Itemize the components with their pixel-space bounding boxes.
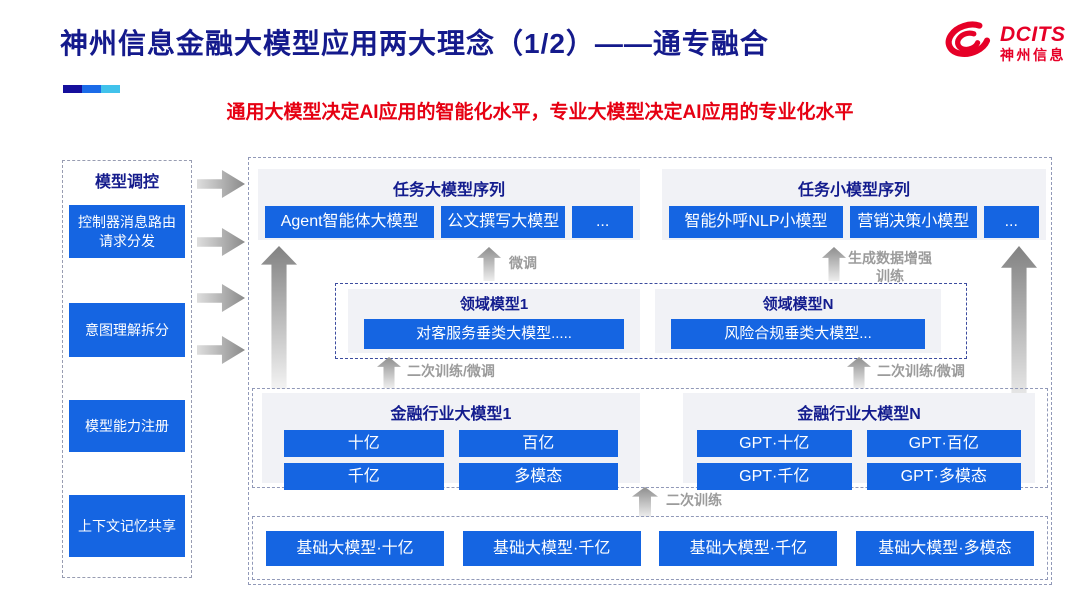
- sidebar-item-intent: 意图理解拆分: [69, 303, 185, 357]
- sidebar-item-context: 上下文记忆共享: [69, 495, 185, 557]
- arrow-right-icon: [197, 170, 245, 198]
- model-box-marketing: 营销决策小模型: [849, 206, 977, 238]
- model-box-gpt-multimodal: GPT·多模态: [866, 463, 1021, 490]
- gen-data-training-label: 生成数据增强训练: [848, 250, 932, 284]
- model-box-base-100b-2: 基础大模型·千亿: [659, 531, 838, 566]
- task-large-title: 任务大模型序列: [392, 182, 505, 199]
- model-box-risk-compliance: 风险合规垂类大模型...: [671, 319, 925, 349]
- model-box-nlp-call: 智能外呼NLP小模型: [669, 206, 843, 238]
- accent-segment-blue: [82, 85, 101, 93]
- industry-model-n-title: 金融行业大模型N: [797, 406, 921, 423]
- retrain-finetune-right-label: 二次训练/微调: [877, 363, 965, 379]
- accent-segment-cyan: [101, 85, 120, 93]
- slide-subtitle: 通用大模型决定AI应用的智能化水平，专业大模型决定AI应用的专业化水平: [226, 102, 854, 123]
- sidebar-title: 模型调控: [94, 174, 159, 191]
- model-box-base-1b: 基础大模型·十亿: [266, 531, 444, 566]
- logo-brand-text: DCITS: [1000, 23, 1066, 47]
- industry-model-1-title: 金融行业大模型1: [390, 406, 512, 423]
- model-box-10b: 百亿: [458, 430, 618, 457]
- retrain-label: 二次训练: [666, 492, 722, 508]
- model-box-customer-service: 对客服务垂类大模型.....: [364, 319, 624, 349]
- accent-segment-dark: [63, 85, 82, 93]
- domain-model-1-title: 领域模型1: [459, 296, 529, 313]
- model-box-multimodal: 多模态: [458, 463, 618, 490]
- model-box-ellipsis: ...: [983, 206, 1039, 238]
- industry-model-n-panel: 金融行业大模型N GPT·十亿 GPT·百亿 GPT·千亿 GPT·多模态: [683, 393, 1035, 490]
- logo-brand-cn: 神州信息: [1000, 47, 1066, 64]
- model-box-base-100b: 基础大模型·千亿: [462, 531, 641, 566]
- sidebar-item-router: 控制器消息路由请求分发: [69, 205, 185, 258]
- model-box-document: 公文撰写大模型: [441, 206, 566, 238]
- finetune-label: 微调: [509, 255, 537, 271]
- base-model-frame: 基础大模型·十亿 基础大模型·千亿 基础大模型·千亿 基础大模型·多模态: [252, 516, 1048, 580]
- main-diagram-frame: [248, 157, 1052, 585]
- retrain-finetune-left-label: 二次训练/微调: [407, 363, 495, 379]
- model-box-1b: 十亿: [284, 430, 444, 457]
- model-control-sidebar: 模型调控 控制器消息路由请求分发 意图理解拆分 模型能力注册 上下文记忆共享: [62, 160, 192, 578]
- industry-model-1-panel: 金融行业大模型1 十亿 百亿 千亿 多模态: [262, 393, 640, 490]
- sidebar-item-register: 模型能力注册: [69, 400, 185, 452]
- company-logo: DCITS 神州信息: [938, 18, 1066, 69]
- model-box-base-multimodal: 基础大模型·多模态: [855, 531, 1034, 566]
- domain-model-n-panel: 领域模型N 风险合规垂类大模型...: [655, 289, 941, 353]
- model-box-100b: 千亿: [284, 463, 444, 490]
- domain-model-1-panel: 领域模型1 对客服务垂类大模型.....: [348, 289, 640, 353]
- arrow-right-icon: [197, 228, 245, 256]
- dcits-swirl-icon: [938, 18, 994, 69]
- task-small-model-panel: 任务小模型序列 智能外呼NLP小模型 营销决策小模型 ...: [662, 169, 1046, 240]
- domain-model-frame: [335, 283, 967, 359]
- model-box-gpt-1b: GPT·十亿: [697, 430, 852, 457]
- model-box-gpt-10b: GPT·百亿: [866, 430, 1021, 457]
- arrow-right-icon: [197, 284, 245, 312]
- industry-model-frame: [252, 388, 1048, 488]
- model-box-agent: Agent智能体大模型: [265, 206, 435, 238]
- model-box-gpt-100b: GPT·千亿: [697, 463, 852, 490]
- title-accent-bar: [63, 85, 120, 93]
- task-large-model-panel: 任务大模型序列 Agent智能体大模型 公文撰写大模型 ...: [258, 169, 640, 240]
- arrow-right-icon: [197, 336, 245, 364]
- task-small-title: 任务小模型序列: [797, 182, 910, 199]
- model-box-ellipsis: ...: [572, 206, 633, 238]
- domain-model-n-title: 领域模型N: [762, 296, 834, 313]
- page-title: 神州信息金融大模型应用两大理念（1/2）——通专融合: [60, 28, 769, 59]
